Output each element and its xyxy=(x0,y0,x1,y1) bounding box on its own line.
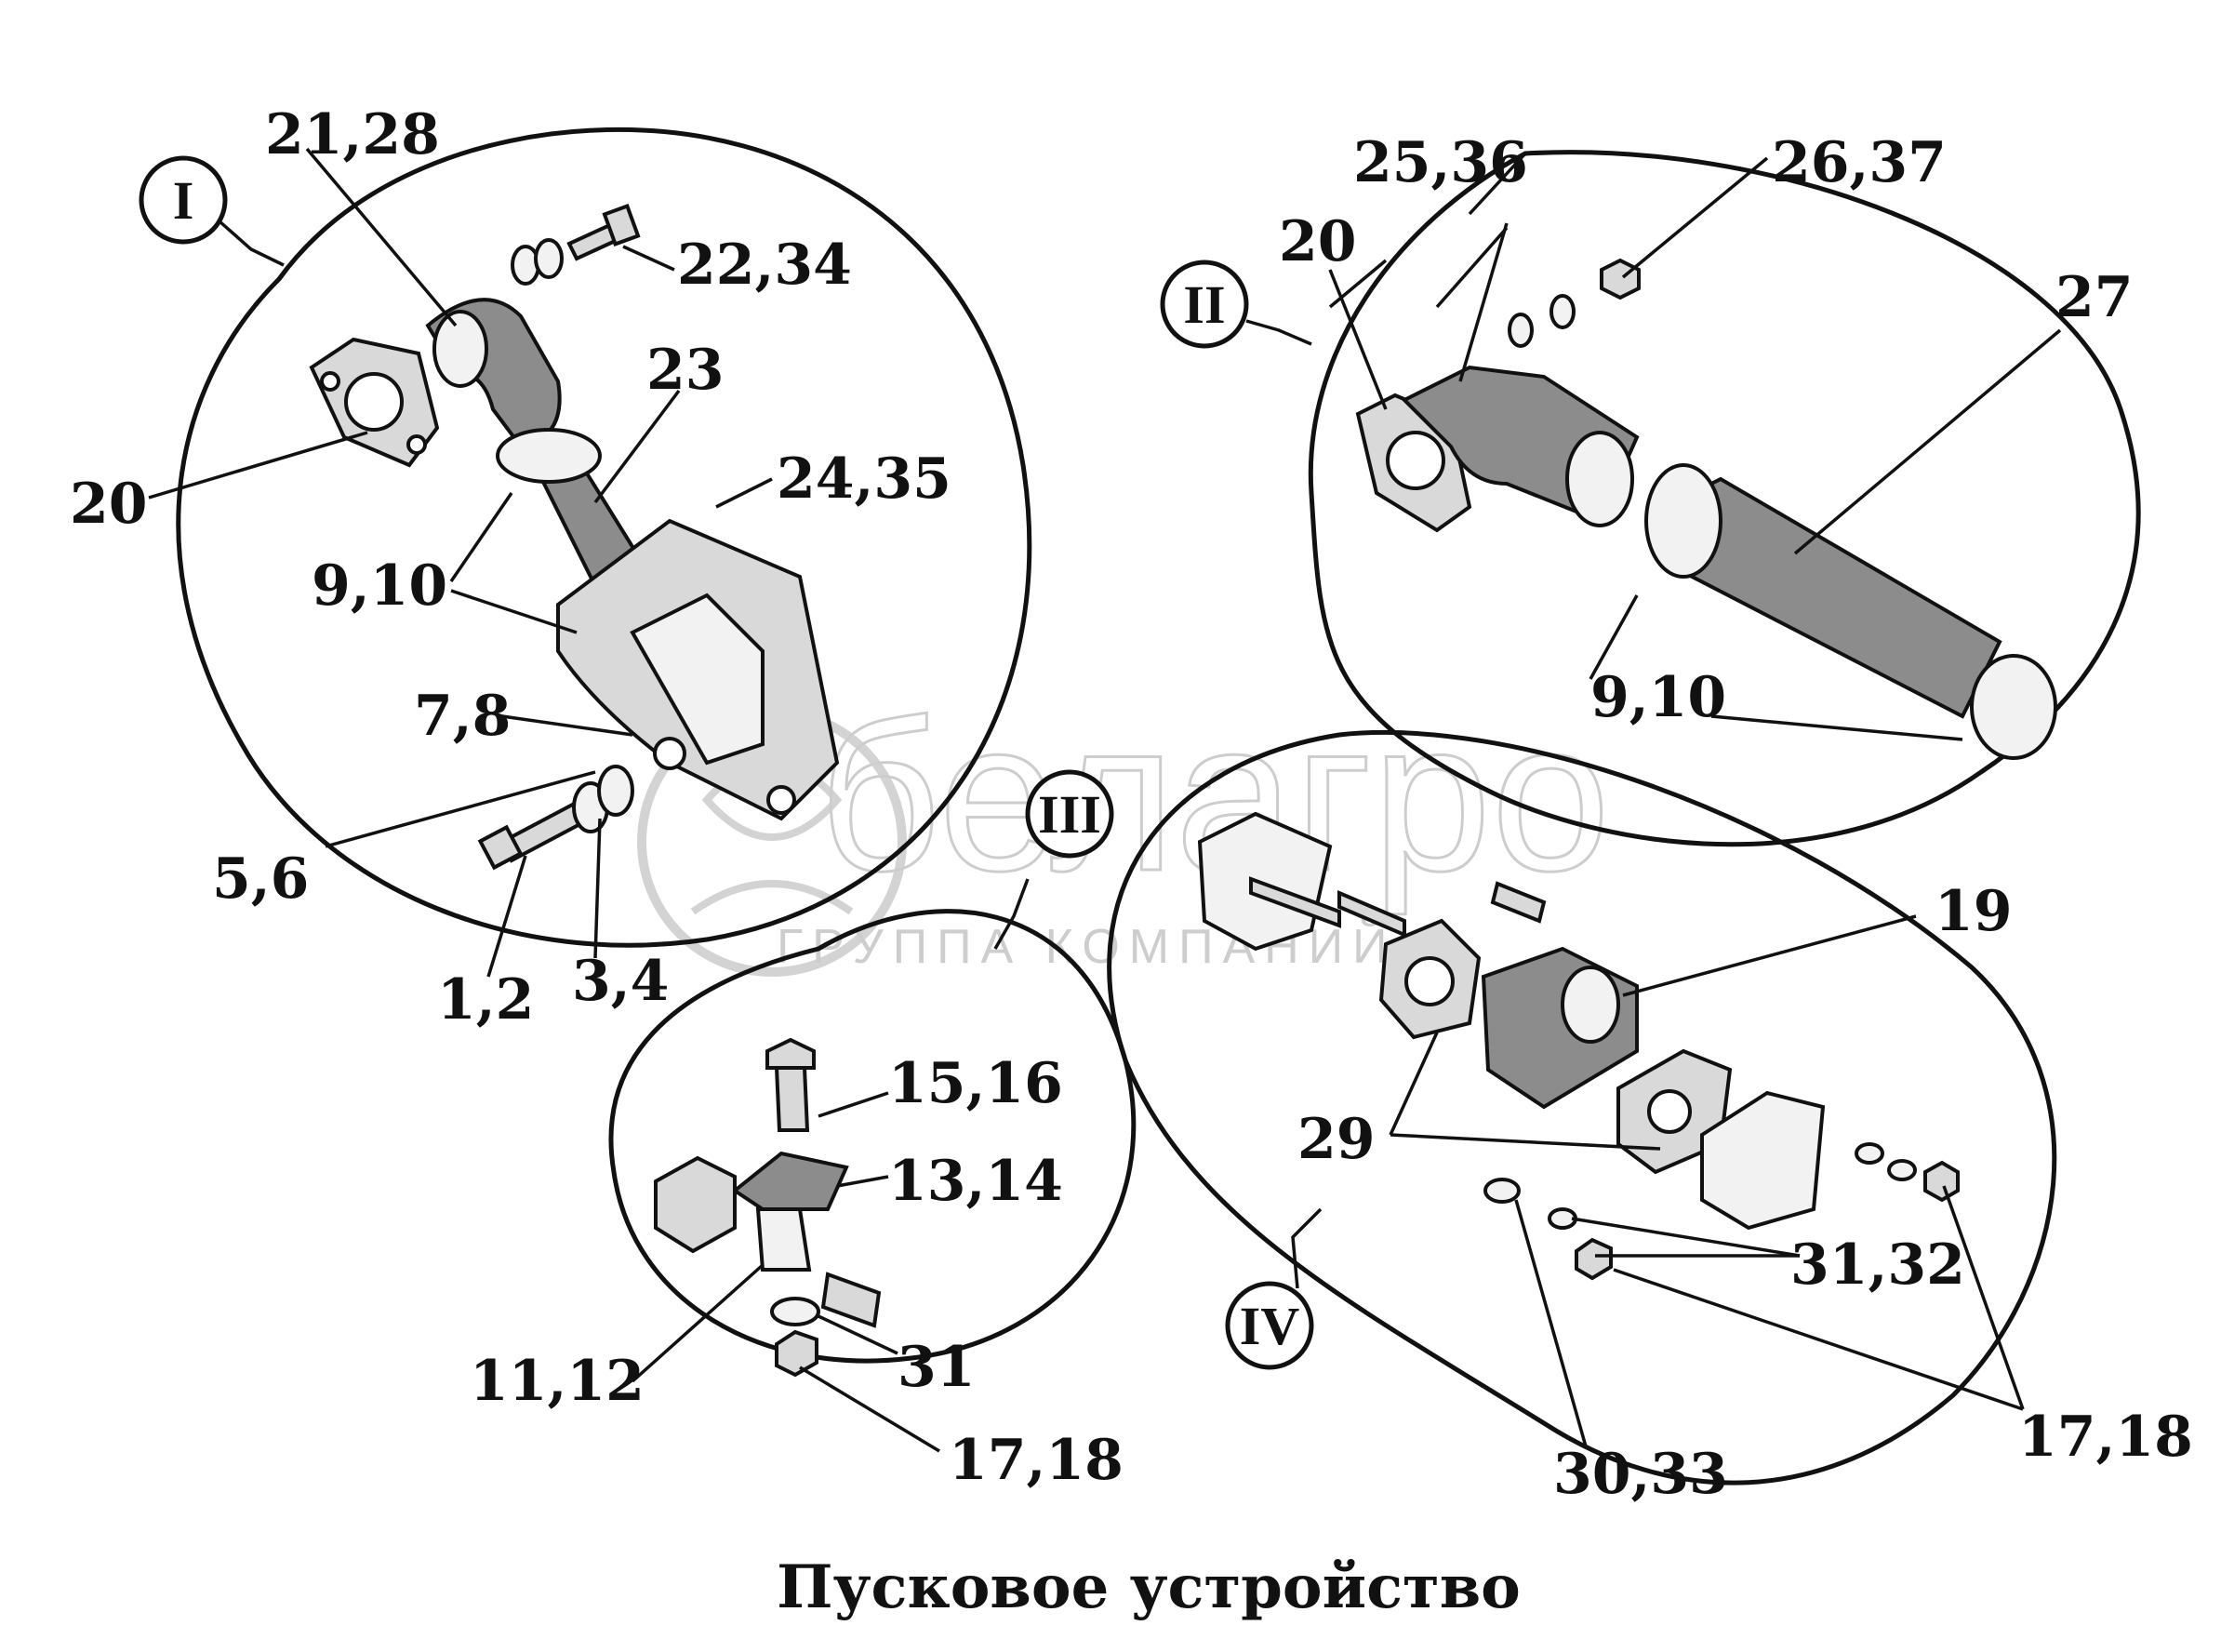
hose-clamp xyxy=(1644,463,1722,579)
view-III-parts xyxy=(654,1037,882,1378)
view-IV-badge-label: IV xyxy=(1240,1296,1300,1356)
view-II-badge xyxy=(1160,260,1249,349)
callout-I-24-35: 24,35 xyxy=(777,446,951,512)
spacer xyxy=(654,1155,737,1254)
view-III: III 15,16 13,14 11,12 31 17,18 xyxy=(470,769,1137,1493)
view-I-badge xyxy=(139,155,228,245)
view-IV-outline xyxy=(1107,730,2057,1485)
callout-III-17-18: 17,18 xyxy=(949,1428,1124,1493)
view-I-badge-label: I xyxy=(173,170,194,231)
callout-III-13-14: 13,14 xyxy=(888,1149,1063,1214)
bolt xyxy=(1490,881,1547,924)
view-II-parts xyxy=(1355,258,2057,760)
callout-III-15-16: 15,16 xyxy=(888,1051,1063,1116)
callout-IV-19: 19 xyxy=(1935,879,2013,944)
view-II-outline xyxy=(1308,150,2141,847)
callout-IV-30-33: 30,33 xyxy=(1553,1442,1728,1507)
callout-IV-17-18: 17,18 xyxy=(2018,1405,2193,1470)
callout-IV-31-32: 31,32 xyxy=(1790,1232,1965,1298)
callout-IV-29: 29 xyxy=(1297,1107,1376,1172)
view-III-badge xyxy=(1025,769,1114,859)
clip-plate xyxy=(731,1151,849,1211)
diagram-title: Пусковое устройство xyxy=(777,1552,1521,1622)
view-II-badge-label: II xyxy=(1183,274,1225,335)
callout-II-27: 27 xyxy=(2055,265,2134,330)
callout-II-25-36: 25,36 xyxy=(1353,130,1528,195)
callout-I-9-10: 9,10 xyxy=(312,553,447,619)
callout-I-22-34: 22,34 xyxy=(677,233,852,298)
callout-II-26-37: 26,37 xyxy=(1772,130,1947,195)
callout-III-11-12: 11,12 xyxy=(470,1349,645,1414)
callout-I-21-28: 21,28 xyxy=(265,102,440,167)
nut-2 xyxy=(1923,1160,1960,1203)
callout-I-23: 23 xyxy=(646,338,725,403)
view-IV-badge xyxy=(1225,1281,1314,1370)
view-III-badge-label: III xyxy=(1038,784,1101,845)
washer-2 xyxy=(597,765,634,817)
hose-clamp xyxy=(496,428,602,484)
callout-I-3-4: 3,4 xyxy=(572,949,669,1014)
callout-I-20: 20 xyxy=(70,472,148,537)
nut xyxy=(1600,258,1641,300)
view-I: I xyxy=(70,102,1032,1032)
view-IV-parts xyxy=(1197,811,1960,1281)
hose-clamp-2 xyxy=(1970,654,2057,760)
view-I-parts xyxy=(309,204,840,871)
view-II: II 25,36 26,37 20 27 9,10 xyxy=(1160,130,2141,847)
nut xyxy=(1575,1237,1613,1281)
callout-I-1-2: 1,2 xyxy=(437,967,534,1032)
bolt xyxy=(774,1066,810,1132)
callout-III-31: 31 xyxy=(898,1335,976,1400)
screw xyxy=(820,1272,882,1328)
housing-cover xyxy=(1197,811,1333,952)
callout-II-9-10: 9,10 xyxy=(1590,665,1726,730)
callout-I-7-8: 7,8 xyxy=(414,684,511,749)
view-IV: IV 19 29 31 xyxy=(1107,730,2193,1507)
callout-II-20: 20 xyxy=(1279,209,1357,274)
end-plate xyxy=(1700,1090,1826,1231)
nut xyxy=(775,1329,818,1378)
callout-I-5-6: 5,6 xyxy=(212,846,309,912)
view-I-outline xyxy=(176,127,1032,948)
view-III-outline xyxy=(608,909,1137,1364)
